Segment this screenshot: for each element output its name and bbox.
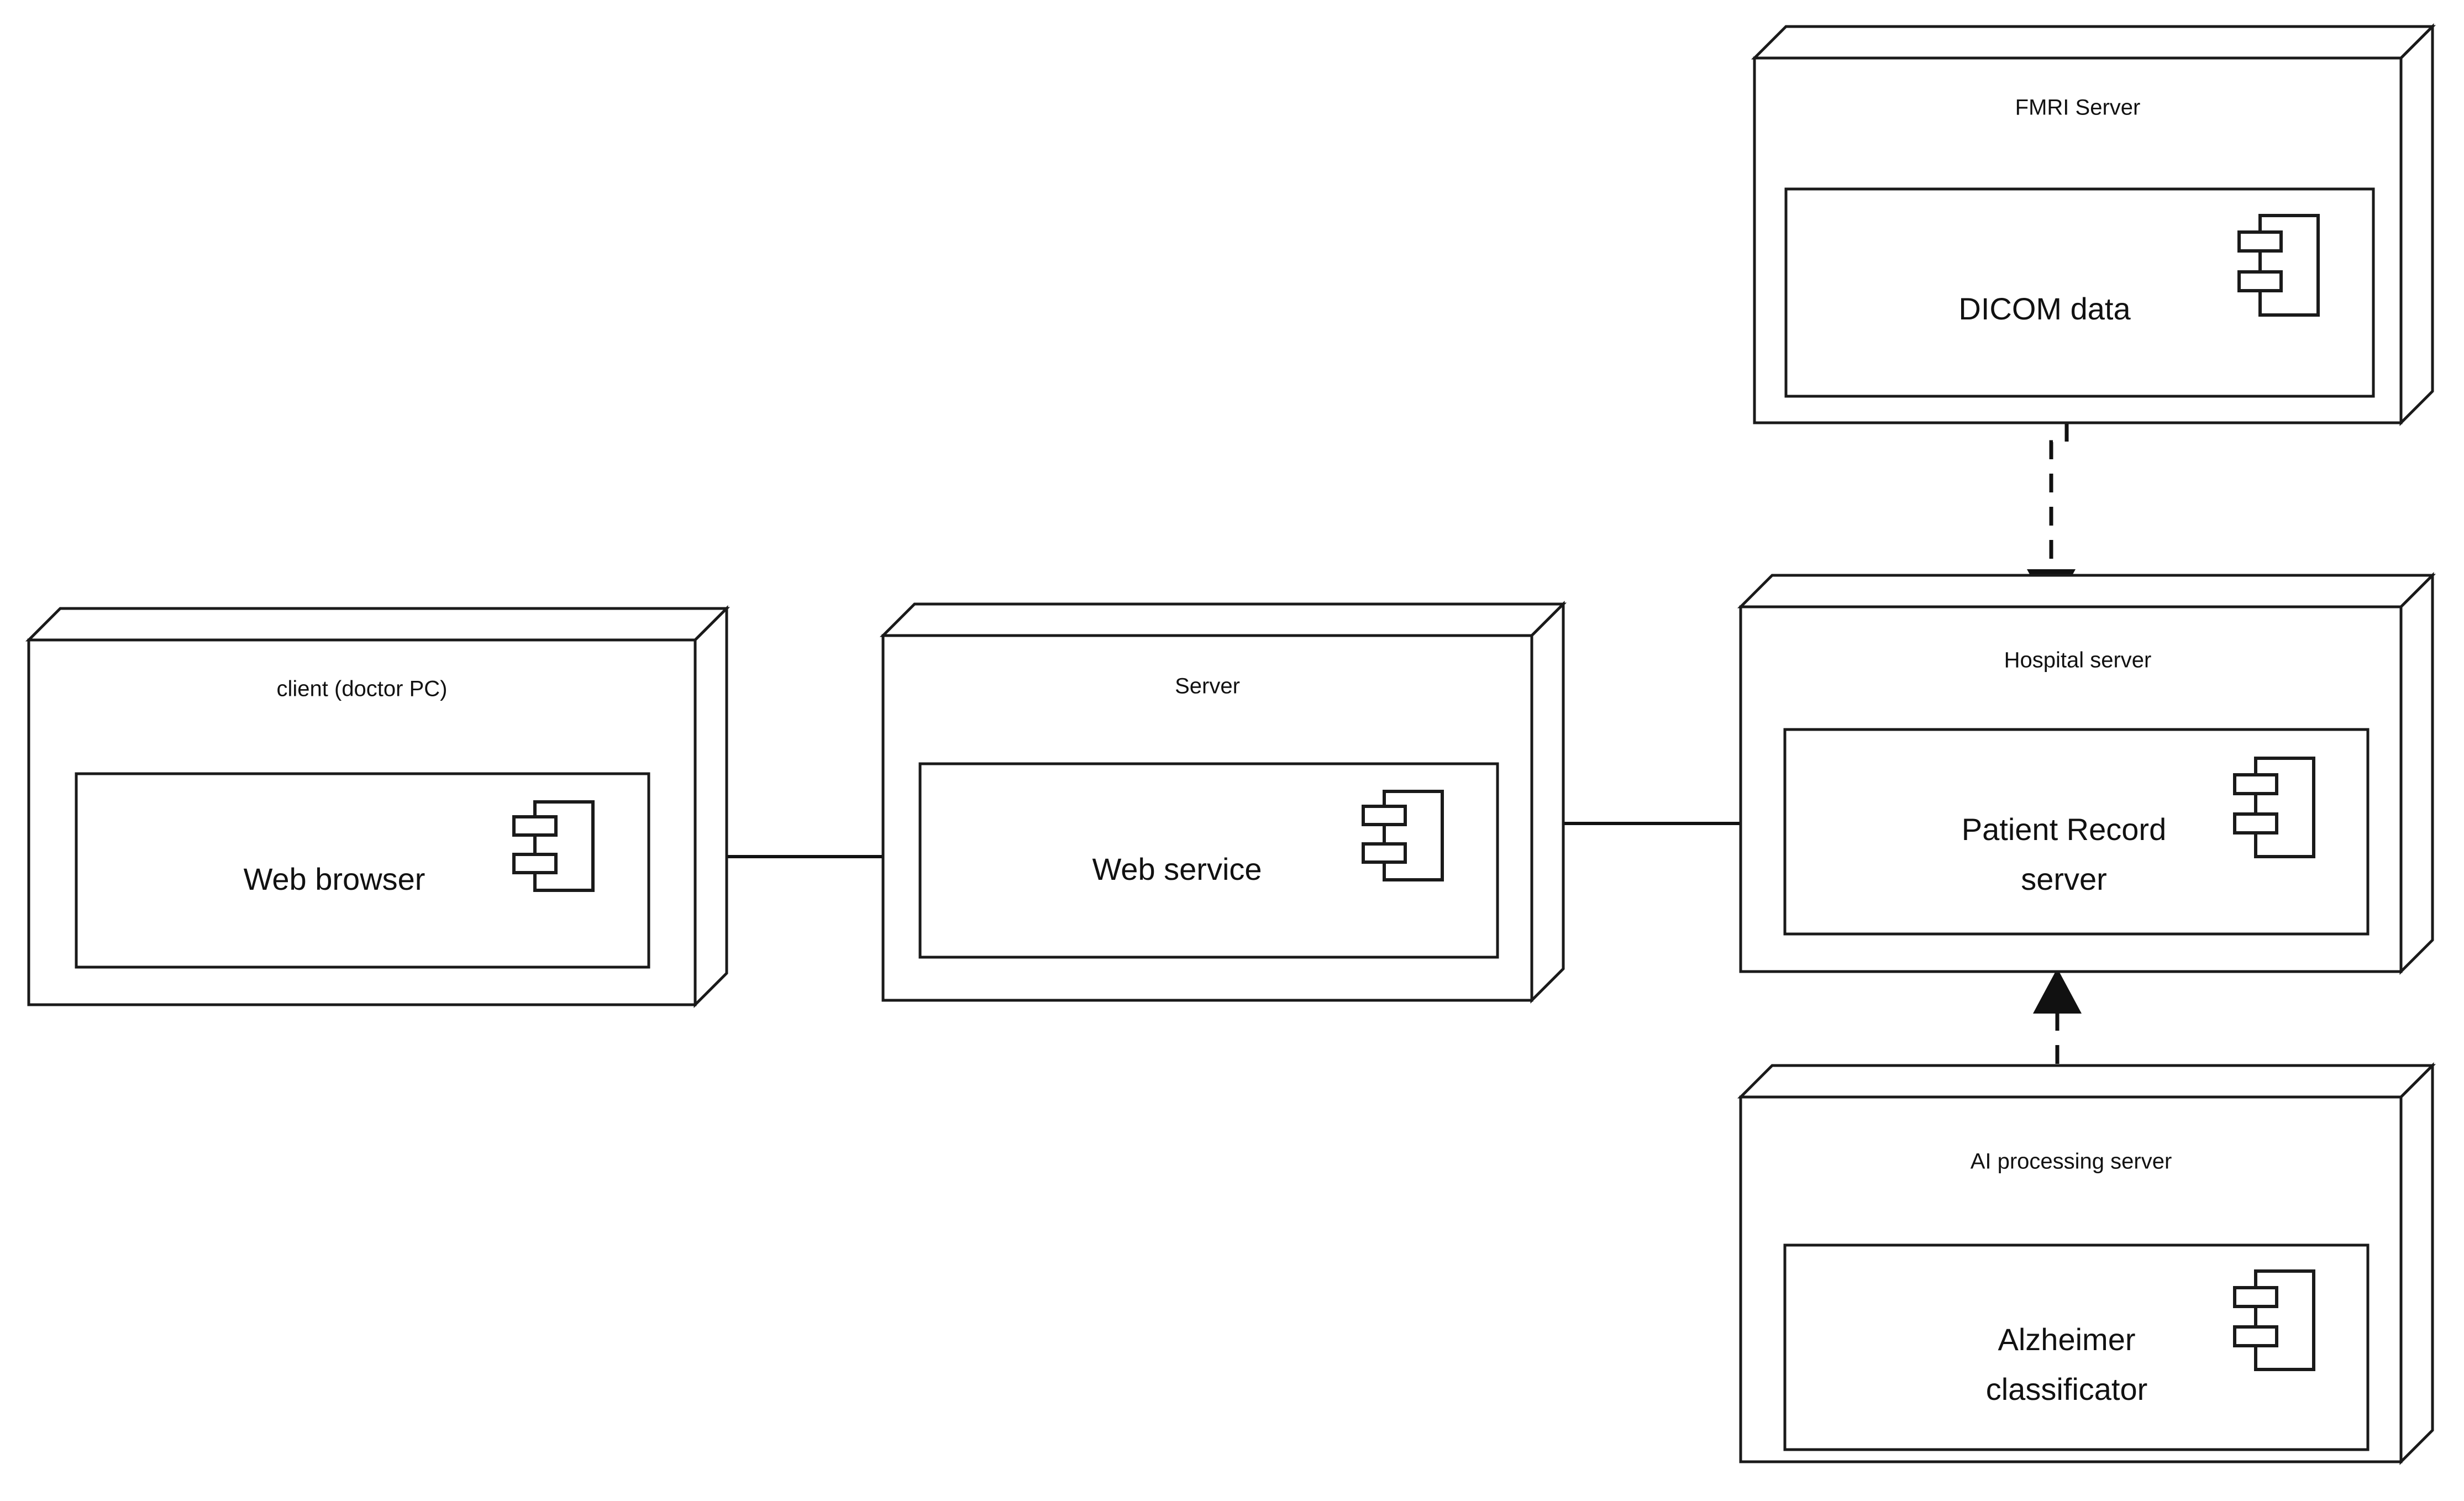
node-ai-title: AI processing server	[1971, 1150, 2172, 1174]
component-label-patient-record-line1: Patient Record	[1962, 812, 2166, 847]
node-hospital-server[interactable]: Hospital server Patient Record server	[1737, 571, 2436, 975]
node-ai-processing-server[interactable]: AI processing server Alzheimer classific…	[1737, 1062, 2436, 1466]
component-icon-tab-bottom	[2237, 270, 2283, 292]
dep-line-fmri-hospital	[2049, 423, 2069, 578]
dep-arrowhead-ai-hospital	[2033, 968, 2082, 1014]
component-label-alzheimer-line1: Alzheimer	[1998, 1322, 2136, 1357]
node-hospital-side-face	[2399, 571, 2434, 975]
component-icon-tab-bottom	[1362, 842, 1407, 864]
component-icon-tab-top	[512, 815, 558, 837]
component-icon	[2233, 1269, 2315, 1371]
component-icon-tab-bottom	[2233, 1325, 2278, 1347]
node-hospital-title: Hospital server	[2004, 648, 2152, 673]
component-label-dicom-data: DICOM data	[1958, 291, 2131, 326]
component-icon-body	[2254, 757, 2315, 858]
node-ai-side-face	[2399, 1062, 2434, 1466]
component-icon	[2237, 214, 2320, 317]
node-client-title: client (doctor PC)	[277, 677, 448, 701]
component-icon-tab-top	[2233, 1286, 2278, 1308]
node-hospital-top-face	[1737, 574, 2436, 608]
component-icon-tab-bottom	[2233, 812, 2278, 835]
node-client-top-face	[25, 607, 731, 642]
node-fmri-title: FMRI Server	[2015, 96, 2141, 120]
component-icon	[512, 800, 595, 892]
node-fmri-top-face	[1751, 25, 2436, 60]
component-label-alzheimer-line2: classificator	[1986, 1372, 2148, 1406]
node-fmri-server[interactable]: FMRI Server DICOM data	[1751, 23, 2436, 427]
component-label-web-browser: Web browser	[244, 862, 425, 896]
component-icon-tab-top	[1362, 805, 1407, 826]
node-client[interactable]: client (doctor PC) Web browser	[25, 605, 731, 1009]
node-client-side-face	[694, 605, 728, 1009]
component-icon-body	[2258, 214, 2320, 317]
component-icon-tab-top	[2233, 773, 2278, 795]
node-server-title: Server	[1175, 674, 1240, 699]
node-ai-top-face	[1737, 1064, 2436, 1099]
node-server-side-face	[1530, 600, 1565, 1004]
node-server[interactable]: Server Web service	[879, 600, 1567, 1004]
component-icon	[2233, 757, 2315, 858]
node-server-top-face	[879, 602, 1567, 637]
node-fmri-side-face	[2399, 23, 2434, 427]
component-label-patient-record-line2: server	[2021, 862, 2107, 896]
component-icon	[1362, 790, 1444, 881]
component-icon-tab-top	[2237, 230, 2283, 253]
component-icon-tab-bottom	[512, 853, 558, 874]
component-label-web-service: Web service	[1092, 852, 1262, 886]
component-icon-body	[2254, 1269, 2315, 1371]
